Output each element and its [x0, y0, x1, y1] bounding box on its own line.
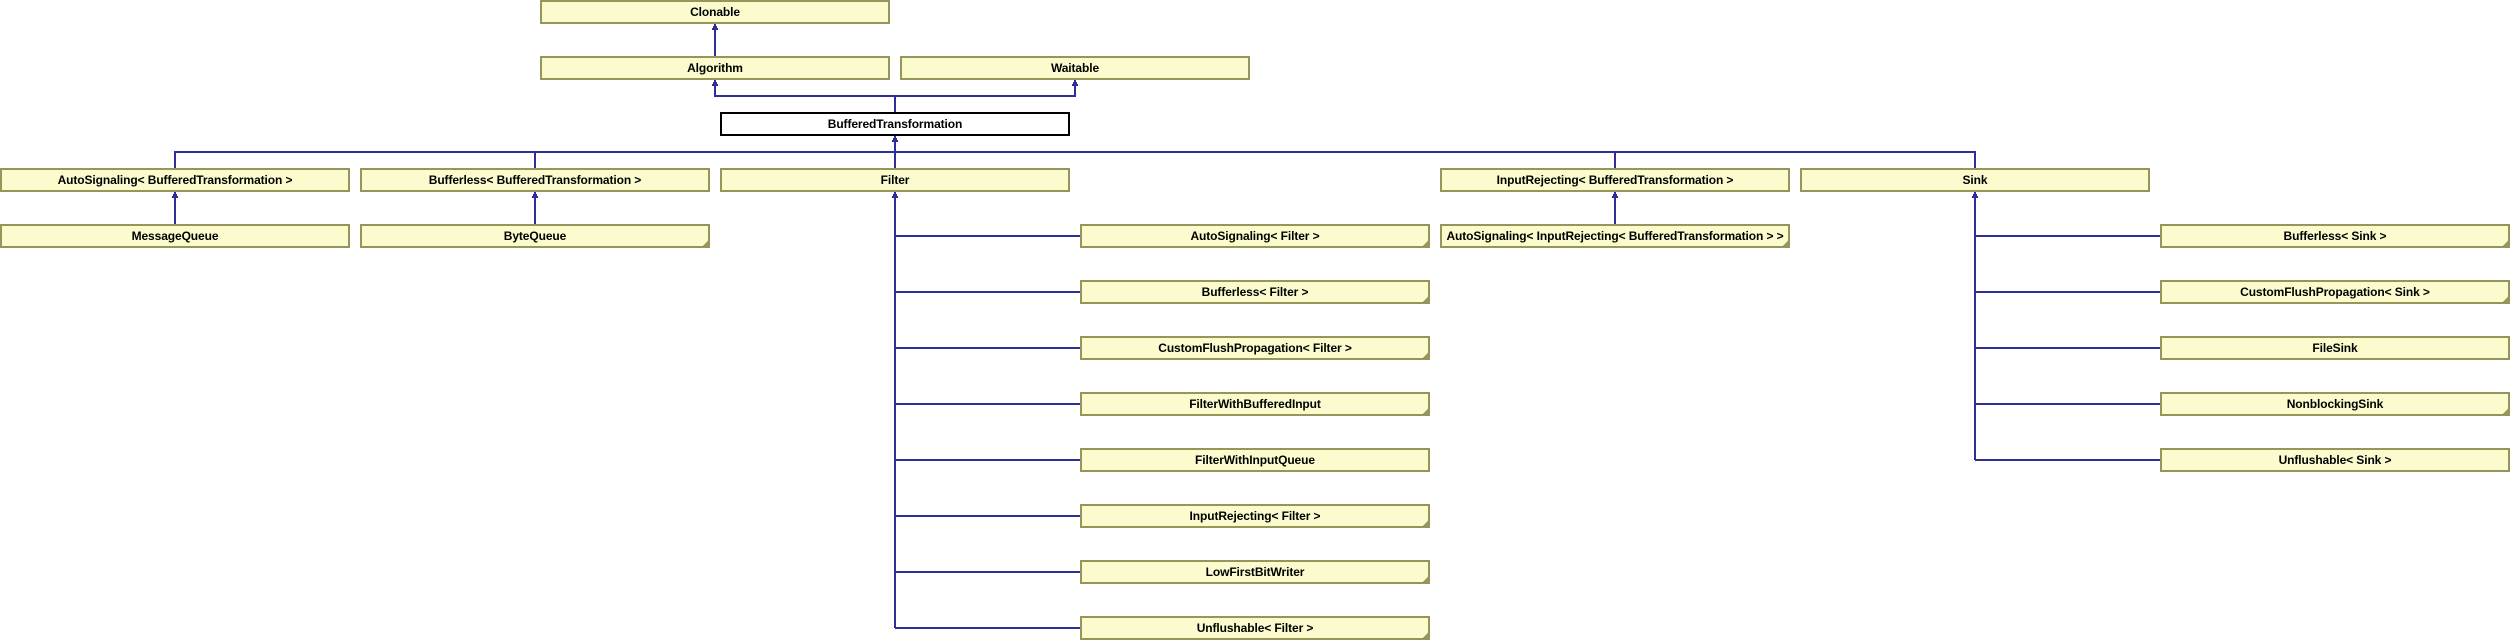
- svg-text:Bufferless< BufferedTransforma: Bufferless< BufferedTransformation >: [429, 173, 642, 187]
- svg-text:FileSink: FileSink: [2312, 341, 2358, 355]
- svg-text:AutoSignaling< InputRejecting<: AutoSignaling< InputRejecting< BufferedT…: [1446, 229, 1783, 243]
- svg-text:InputRejecting< BufferedTransf: InputRejecting< BufferedTransformation >: [1497, 173, 1734, 187]
- svg-text:BufferedTransformation: BufferedTransformation: [828, 117, 962, 131]
- svg-text:CustomFlushPropagation< Filter: CustomFlushPropagation< Filter >: [1158, 341, 1352, 355]
- svg-text:LowFirstBitWriter: LowFirstBitWriter: [1206, 565, 1305, 579]
- svg-text:AutoSignaling< BufferedTransfo: AutoSignaling< BufferedTransformation >: [58, 173, 293, 187]
- svg-text:Bufferless< Sink >: Bufferless< Sink >: [2284, 229, 2387, 243]
- svg-text:Clonable: Clonable: [690, 5, 740, 19]
- svg-text:Waitable: Waitable: [1051, 61, 1100, 75]
- svg-text:Algorithm: Algorithm: [687, 61, 743, 75]
- svg-text:FilterWithInputQueue: FilterWithInputQueue: [1195, 453, 1315, 467]
- svg-text:ByteQueue: ByteQueue: [504, 229, 567, 243]
- svg-text:Bufferless< Filter >: Bufferless< Filter >: [1202, 285, 1309, 299]
- svg-text:Unflushable< Sink >: Unflushable< Sink >: [2279, 453, 2392, 467]
- svg-text:FilterWithBufferedInput: FilterWithBufferedInput: [1189, 397, 1321, 411]
- svg-text:Filter: Filter: [881, 173, 910, 187]
- svg-text:InputRejecting< Filter >: InputRejecting< Filter >: [1190, 509, 1321, 523]
- svg-text:Sink: Sink: [1963, 173, 1988, 187]
- svg-text:NonblockingSink: NonblockingSink: [2287, 397, 2384, 411]
- svg-text:AutoSignaling< Filter >: AutoSignaling< Filter >: [1190, 229, 1319, 243]
- svg-text:MessageQueue: MessageQueue: [132, 229, 219, 243]
- svg-text:CustomFlushPropagation< Sink >: CustomFlushPropagation< Sink >: [2240, 285, 2430, 299]
- svg-text:Unflushable< Filter >: Unflushable< Filter >: [1197, 621, 1314, 635]
